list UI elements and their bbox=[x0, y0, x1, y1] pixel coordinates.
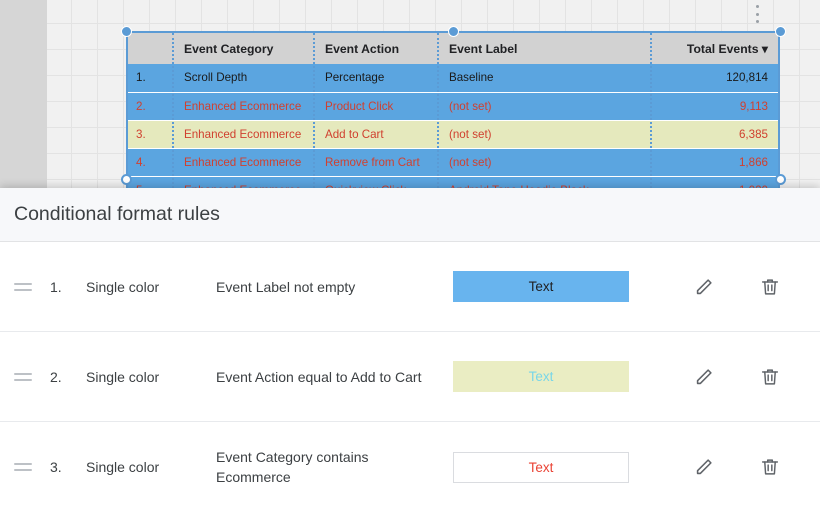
table-head: Event Category Event Action Event Label … bbox=[128, 33, 778, 64]
table-row[interactable]: 1. Scroll Depth Percentage Baseline 120,… bbox=[128, 64, 778, 93]
trash-icon[interactable] bbox=[758, 365, 782, 389]
column-header-event-label[interactable]: Event Label bbox=[439, 33, 652, 64]
rule-condition: Event Label not empty bbox=[216, 278, 356, 295]
cell-event-category: Scroll Depth bbox=[174, 64, 315, 93]
color-preview-swatch[interactable]: Text bbox=[453, 361, 629, 392]
column-header-index[interactable] bbox=[128, 33, 174, 64]
drag-handle-icon[interactable] bbox=[14, 372, 40, 381]
cell-event-action: Percentage bbox=[315, 64, 439, 93]
table-row[interactable]: 5. Enhanced Ecommerce Quickview Click An… bbox=[128, 176, 778, 190]
rule-index: 3. bbox=[50, 459, 62, 475]
cell-event-category: Enhanced Ecommerce bbox=[174, 176, 315, 190]
table-row[interactable]: 3. Enhanced Ecommerce Add to Cart (not s… bbox=[128, 120, 778, 149]
drag-handle-icon[interactable] bbox=[14, 282, 40, 291]
rule-index: 1. bbox=[50, 278, 62, 295]
pencil-icon[interactable] bbox=[692, 365, 716, 389]
cell-index: 3. bbox=[128, 120, 174, 149]
rule-preview-cell: Text bbox=[442, 451, 640, 483]
rule-row[interactable]: 1. Single color Event Label not empty Te… bbox=[0, 242, 820, 332]
cell-event-action: Remove from Cart bbox=[315, 148, 439, 177]
resize-handle-bottom-right[interactable] bbox=[775, 174, 786, 185]
left-rail bbox=[0, 0, 47, 190]
cell-event-action: Product Click bbox=[315, 92, 439, 121]
rule-type: Single color bbox=[86, 368, 160, 385]
more-vert-icon[interactable] bbox=[750, 3, 764, 25]
trash-icon[interactable] bbox=[758, 275, 782, 299]
cell-event-label: (not set) bbox=[439, 92, 652, 121]
cell-event-label: Baseline bbox=[439, 64, 652, 93]
pencil-icon[interactable] bbox=[692, 455, 716, 479]
cell-total-events: 1,020 bbox=[652, 176, 778, 190]
trash-icon[interactable] bbox=[758, 455, 782, 479]
cell-total-events: 9,113 bbox=[652, 92, 778, 121]
report-table-grid: Event Category Event Action Event Label … bbox=[128, 33, 778, 190]
drag-handle-icon[interactable] bbox=[14, 463, 40, 471]
color-preview-swatch[interactable]: Text bbox=[453, 271, 629, 302]
caret-down-icon: ▾ bbox=[761, 41, 768, 56]
rule-condition: Event Category contains Ecommerce bbox=[216, 449, 369, 485]
resize-handle-top-right[interactable] bbox=[775, 26, 786, 37]
cell-total-events: 6,385 bbox=[652, 120, 778, 149]
report-table[interactable]: Event Category Event Action Event Label … bbox=[126, 31, 780, 190]
rule-row[interactable]: 2. Single color Event Action equal to Ad… bbox=[0, 332, 820, 422]
table-row[interactable]: 2. Enhanced Ecommerce Product Click (not… bbox=[128, 92, 778, 121]
rule-actions bbox=[640, 455, 806, 479]
cell-total-events: 1,866 bbox=[652, 148, 778, 177]
column-header-event-category[interactable]: Event Category bbox=[174, 33, 315, 64]
column-header-event-action[interactable]: Event Action bbox=[315, 33, 439, 64]
resize-handle-bottom-left[interactable] bbox=[121, 174, 132, 185]
rule-type: Single color bbox=[86, 278, 160, 295]
rules-list: 1. Single color Event Label not empty Te… bbox=[0, 242, 820, 512]
pencil-icon[interactable] bbox=[692, 275, 716, 299]
cell-index: 4. bbox=[128, 148, 174, 177]
cell-event-label: (not set) bbox=[439, 120, 652, 149]
report-canvas: Event Category Event Action Event Label … bbox=[0, 0, 820, 190]
rule-preview-cell: Text bbox=[442, 361, 640, 392]
resize-handle-top-left[interactable] bbox=[121, 26, 132, 37]
rule-actions bbox=[640, 365, 806, 389]
cell-event-label: Android Tone Hoodie Black bbox=[439, 176, 652, 190]
rule-row[interactable]: 3. Single color Event Category contains … bbox=[0, 422, 820, 512]
cell-index: 2. bbox=[128, 92, 174, 121]
cell-index: 1. bbox=[128, 64, 174, 93]
rule-condition: Event Action equal to Add to Cart bbox=[216, 368, 422, 385]
cell-event-action: Quickview Click bbox=[315, 176, 439, 190]
table-body: 1. Scroll Depth Percentage Baseline 120,… bbox=[128, 64, 778, 190]
resize-handle-top-center[interactable] bbox=[448, 26, 459, 37]
cell-index: 5. bbox=[128, 176, 174, 190]
rule-actions bbox=[640, 275, 806, 299]
cell-total-events: 120,814 bbox=[652, 64, 778, 93]
table-header-row: Event Category Event Action Event Label … bbox=[128, 33, 778, 64]
table-row[interactable]: 4. Enhanced Ecommerce Remove from Cart (… bbox=[128, 148, 778, 177]
dialog-header: Conditional format rules bbox=[0, 188, 820, 242]
rule-preview-cell: Text bbox=[442, 271, 640, 302]
page-title: Conditional format rules bbox=[14, 203, 220, 225]
rule-index: 2. bbox=[50, 368, 62, 385]
cell-event-label: (not set) bbox=[439, 148, 652, 177]
color-preview-swatch[interactable]: Text bbox=[453, 451, 629, 483]
column-header-total-events-label: Total Events bbox=[686, 41, 759, 56]
cell-event-category: Enhanced Ecommerce bbox=[174, 120, 315, 149]
cell-event-category: Enhanced Ecommerce bbox=[174, 148, 315, 177]
rule-type: Single color bbox=[86, 459, 160, 475]
cell-event-action: Add to Cart bbox=[315, 120, 439, 149]
conditional-format-rules-dialog: Conditional format rules 1. Single color… bbox=[0, 188, 820, 524]
column-header-total-events[interactable]: Total Events ▾ bbox=[652, 33, 778, 64]
cell-event-category: Enhanced Ecommerce bbox=[174, 92, 315, 121]
